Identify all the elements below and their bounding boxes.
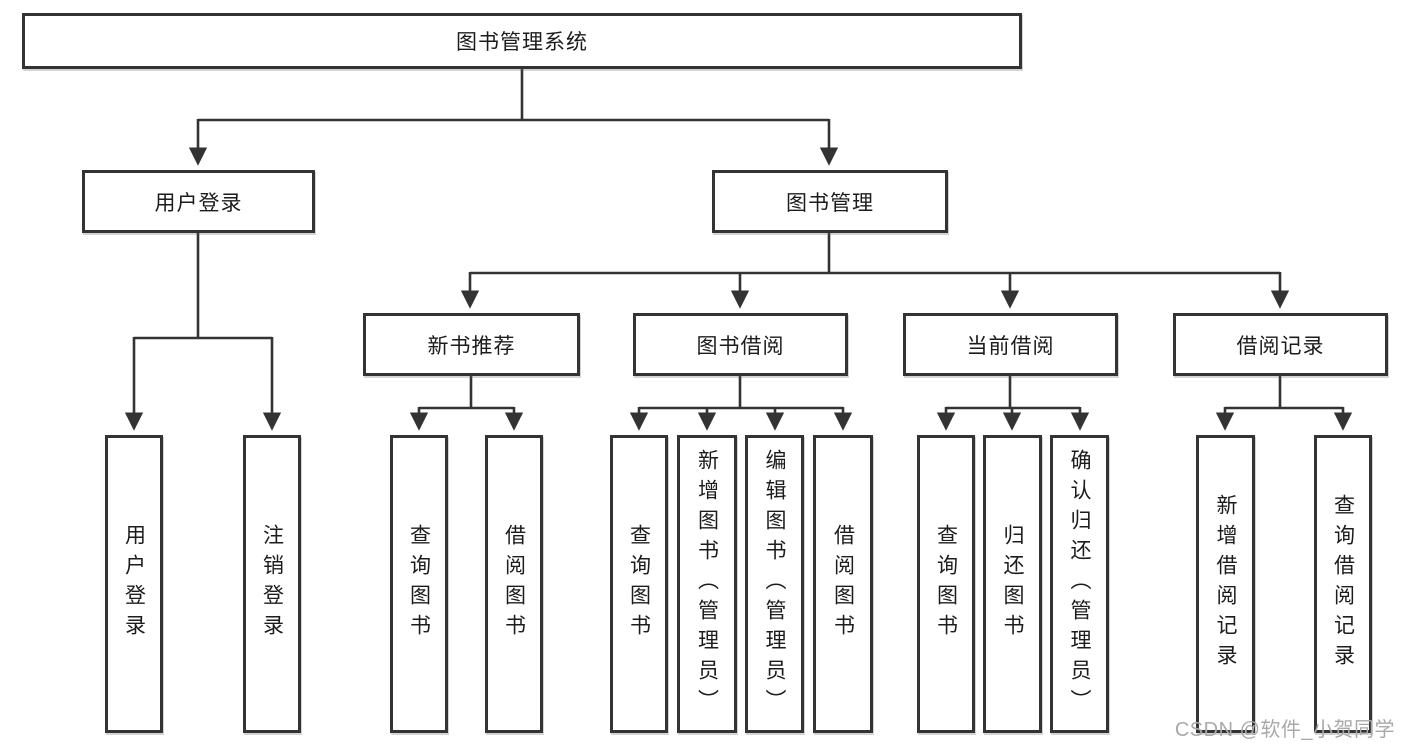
- node-label: 图书借阅: [696, 334, 785, 358]
- node-bb-borrow-books: 借阅图书: [813, 435, 873, 733]
- node-logout-leaf: 注销登录: [243, 435, 301, 733]
- node-book-borrow: 图书借阅: [633, 313, 848, 376]
- node-label: 新增图书（管理员）: [695, 449, 719, 719]
- node-label: 查询图书: [627, 524, 651, 644]
- node-label: 借阅图书: [502, 524, 526, 644]
- node-bb-query-books: 查询图书: [610, 435, 668, 733]
- node-label: 当前借阅: [966, 334, 1055, 358]
- node-current-borrow: 当前借阅: [903, 313, 1118, 376]
- node-label: 确认归还（管理员）: [1068, 449, 1091, 719]
- node-label: 用户登录: [122, 524, 146, 644]
- node-label: 新增借阅记录: [1214, 494, 1237, 674]
- node-book-management: 图书管理: [712, 170, 948, 233]
- node-library-management-system: 图书管理系统: [22, 13, 1022, 69]
- node-borrow-records: 借阅记录: [1173, 313, 1388, 376]
- node-label: 编辑图书（管理员）: [763, 449, 786, 719]
- node-label: 新书推荐: [427, 334, 516, 358]
- node-cb-query-books: 查询图书: [917, 435, 975, 733]
- node-label: 图书管理系统: [456, 31, 588, 54]
- node-label: 图书管理: [786, 191, 874, 215]
- node-label: 查询图书: [407, 524, 431, 644]
- node-label: 注销登录: [260, 524, 284, 644]
- node-br-add-record: 新增借阅记录: [1196, 435, 1255, 733]
- node-label: 借阅记录: [1236, 334, 1325, 358]
- node-br-query-record: 查询借阅记录: [1314, 435, 1372, 733]
- node-nbr-query-books: 查询图书: [390, 435, 448, 733]
- node-bb-edit-books-admin: 编辑图书（管理员）: [745, 435, 804, 733]
- node-label: 借阅图书: [831, 524, 855, 644]
- node-bb-add-books-admin: 新增图书（管理员）: [677, 435, 737, 733]
- node-label: 用户登录: [154, 191, 243, 215]
- node-user-login-leaf: 用户登录: [105, 435, 163, 733]
- node-label: 查询图书: [934, 524, 958, 644]
- node-label: 归还图书: [1001, 524, 1024, 644]
- node-user-login: 用户登录: [82, 170, 315, 233]
- node-new-book-recommend: 新书推荐: [363, 313, 580, 376]
- node-nbr-borrow-books: 借阅图书: [485, 435, 543, 733]
- csdn-watermark: CSDN @软件_小贺同学: [1174, 719, 1395, 741]
- node-cb-return-books: 归还图书: [983, 435, 1042, 733]
- node-cb-confirm-return-admin: 确认归还（管理员）: [1050, 435, 1109, 733]
- node-label: 查询借阅记录: [1331, 494, 1355, 674]
